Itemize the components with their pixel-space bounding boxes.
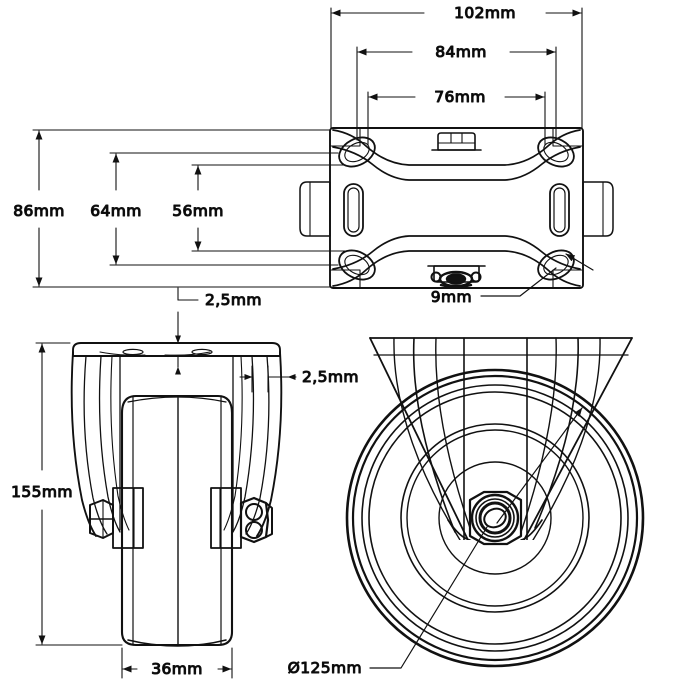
dim-label-102: 102mm [454,4,516,22]
wheel-diameter-leader [369,526,488,669]
left-dimension-group: 86mm 64mm 56mm [13,129,346,288]
front-axle-hub [468,490,523,546]
side-fork-leg-left [70,351,130,537]
dim-label-wheel-diameter: Ø125mm [288,659,362,677]
dim-label-thickness-side: 2,5mm [302,368,359,386]
dim-label-86: 86mm [13,202,65,220]
plate-side-housing-right [582,181,614,237]
dim-label-84: 84mm [435,43,487,61]
side-axle-nut [239,496,273,544]
side-elevation-view [70,342,283,647]
dim-label-76: 76mm [434,88,486,106]
front-wheel-rings [345,368,645,668]
dim-label-thickness-top: 2,5mm [205,291,262,309]
side-wheel-body [120,394,234,647]
dim-label-56: 56mm [172,202,224,220]
front-elevation-view [345,337,645,669]
dim-plate-thickness-side: 2,5mm [239,365,359,393]
hole-diameter-leader [480,267,557,297]
plate-mounting-hole-top-left [338,136,376,168]
hole-diameter-arrow [565,253,594,271]
wheel-diameter-arrow [496,407,583,524]
front-fork [369,337,633,540]
dim-label-64: 64mm [90,202,142,220]
dim-plate-thickness-top: 2,5mm [175,287,262,375]
plate-mounting-hole-top-right [537,136,575,168]
dim-overall-height: 155mm [11,342,123,646]
plate-slot-left [343,183,364,237]
plate-side-housing-left [299,181,331,237]
dim-label-9: 9mm [431,288,472,306]
plate-slot-right [549,183,570,237]
dim-label-155: 155mm [11,483,73,501]
top-plate-view [299,127,614,297]
plate-bottom-axle-nut [427,265,486,289]
dim-label-36: 36mm [151,660,203,678]
dim-wheel-width: 36mm [121,647,233,679]
side-axle-bolt-head [89,499,114,539]
plate-top-boss [431,132,482,151]
plate-mounting-hole-bottom-left [338,249,376,281]
side-top-plate [72,342,281,357]
top-dimension-group: 102mm 84mm 76mm [330,3,583,146]
